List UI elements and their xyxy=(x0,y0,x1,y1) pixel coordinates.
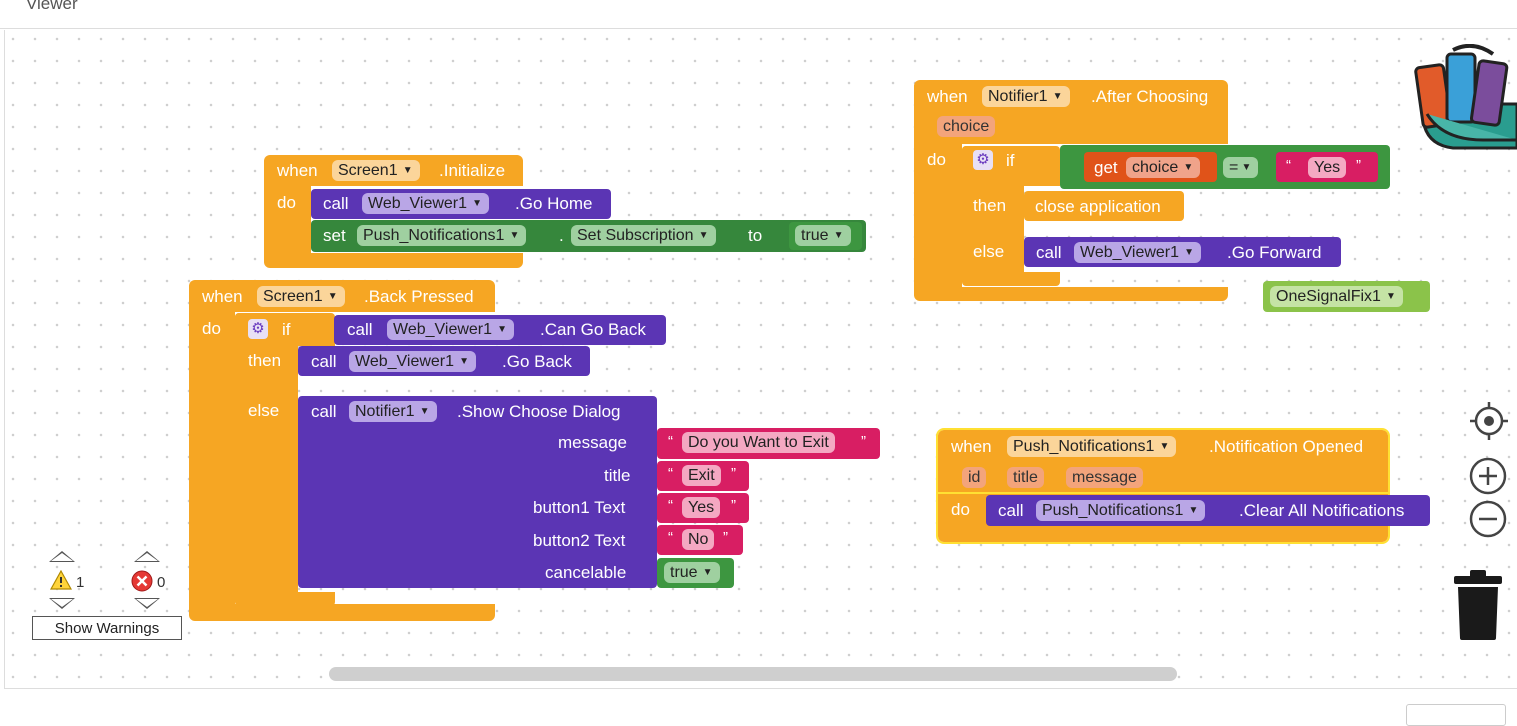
call-keyword: call xyxy=(998,501,1024,520)
method-name: .Can Go Back xyxy=(540,320,646,339)
error-next-arrow[interactable] xyxy=(134,598,160,609)
event-parameter[interactable]: choice xyxy=(937,116,996,137)
event-name: .Initialize xyxy=(439,161,506,180)
variable-dropdown[interactable]: choice▼ xyxy=(1126,157,1201,178)
event-parameter[interactable]: id xyxy=(962,467,987,488)
call-keyword: call xyxy=(311,402,337,421)
error-icon xyxy=(131,570,153,592)
get-keyword: get xyxy=(1094,158,1118,177)
warning-prev-arrow[interactable] xyxy=(49,551,75,562)
backpack-icon[interactable] xyxy=(1413,44,1517,150)
component-dropdown[interactable]: Push_Notifications1▼ xyxy=(357,225,527,246)
zoom-in-icon[interactable] xyxy=(1469,457,1507,495)
event-name: .Back Pressed xyxy=(364,287,474,306)
if-keyword: if xyxy=(282,320,291,339)
call-keyword: call xyxy=(323,194,349,213)
event-name: .Notification Opened xyxy=(1209,437,1364,456)
to-keyword: to xyxy=(748,226,763,245)
boolean-dropdown[interactable]: true▼ xyxy=(664,562,720,583)
method-name: .Go Forward xyxy=(1227,243,1322,262)
call-keyword: call xyxy=(311,352,337,371)
then-keyword: then xyxy=(248,351,282,370)
when-keyword: when xyxy=(951,437,992,456)
method-name: .Go Back xyxy=(502,352,572,371)
text-value[interactable]: Yes xyxy=(682,497,721,518)
footer-area xyxy=(0,690,1517,715)
target-icon[interactable] xyxy=(1470,402,1508,440)
divider xyxy=(0,28,1517,29)
event-parameter[interactable]: title xyxy=(1007,467,1044,488)
if-keyword: if xyxy=(1006,151,1015,170)
do-keyword: do xyxy=(927,150,946,169)
operator-dropdown[interactable]: =▼ xyxy=(1223,157,1259,178)
warning-next-arrow[interactable] xyxy=(49,598,75,609)
component-dropdown[interactable]: Notifier1▼ xyxy=(982,86,1070,107)
text-value[interactable]: Yes xyxy=(1308,157,1347,178)
component-dropdown[interactable]: OneSignalFix1▼ xyxy=(1270,286,1403,307)
component-dropdown[interactable]: Web_Viewer1▼ xyxy=(387,319,515,340)
boolean-dropdown[interactable]: true▼ xyxy=(795,225,851,246)
call-keyword: call xyxy=(347,320,373,339)
call-keyword: call xyxy=(1036,243,1062,262)
component-dropdown[interactable]: Push_Notifications1▼ xyxy=(1036,500,1206,521)
property-dropdown[interactable]: Set Subscription▼ xyxy=(571,225,716,246)
error-prev-arrow[interactable] xyxy=(134,551,160,562)
gear-icon[interactable]: ⚙ xyxy=(973,150,993,170)
component-dropdown[interactable]: Screen1▼ xyxy=(257,286,345,307)
do-keyword: do xyxy=(277,193,296,212)
arg-label-title: title xyxy=(604,466,631,485)
when-keyword: when xyxy=(277,161,318,180)
error-count: 0 xyxy=(157,574,166,591)
dot-separator: . xyxy=(559,226,564,245)
event-name: .After Choosing xyxy=(1091,87,1209,106)
component-dropdown[interactable]: Web_Viewer1▼ xyxy=(1074,242,1202,263)
gear-icon[interactable]: ⚙ xyxy=(248,319,268,339)
component-dropdown[interactable]: Push_Notifications1▼ xyxy=(1007,436,1177,457)
zoom-out-icon[interactable] xyxy=(1469,500,1507,538)
footer-button[interactable] xyxy=(1406,704,1506,726)
component-dropdown[interactable]: Web_Viewer1▼ xyxy=(349,351,477,372)
when-keyword: when xyxy=(202,287,243,306)
do-keyword: do xyxy=(202,319,221,338)
trash-icon[interactable] xyxy=(1452,570,1504,642)
warning-icon xyxy=(50,570,72,590)
set-keyword: set xyxy=(323,226,346,245)
else-keyword: else xyxy=(973,242,1005,261)
do-keyword: do xyxy=(951,500,970,519)
component-dropdown[interactable]: Notifier1▼ xyxy=(349,401,437,422)
method-name: .Show Choose Dialog xyxy=(457,402,621,421)
text-value[interactable]: No xyxy=(682,529,715,550)
horizontal-scrollbar[interactable] xyxy=(329,667,1177,681)
show-warnings-button[interactable]: Show Warnings xyxy=(32,616,182,640)
warning-count: 1 xyxy=(76,574,85,591)
arg-label-message: message xyxy=(558,433,627,452)
event-parameter[interactable]: message xyxy=(1066,467,1143,488)
close-application-label: close application xyxy=(1035,197,1161,216)
else-keyword: else xyxy=(248,401,280,420)
text-value[interactable]: Exit xyxy=(682,465,721,486)
component-dropdown[interactable]: Screen1▼ xyxy=(332,160,420,181)
close-application-block[interactable] xyxy=(1024,191,1184,221)
call-show-choose-dialog-block[interactable] xyxy=(298,396,657,588)
arg-label-cancelable: cancelable xyxy=(545,563,627,582)
then-keyword: then xyxy=(973,196,1007,215)
method-name: .Clear All Notifications xyxy=(1239,501,1405,520)
when-keyword: when xyxy=(927,87,968,106)
component-dropdown[interactable]: Web_Viewer1▼ xyxy=(362,193,490,214)
arg-label-button1: button1 Text xyxy=(533,498,626,517)
text-value[interactable]: Do you Want to Exit xyxy=(682,432,835,453)
arg-label-button2: button2 Text xyxy=(533,531,626,550)
method-name: .Go Home xyxy=(515,194,593,213)
viewer-label: Viewer xyxy=(26,0,78,13)
